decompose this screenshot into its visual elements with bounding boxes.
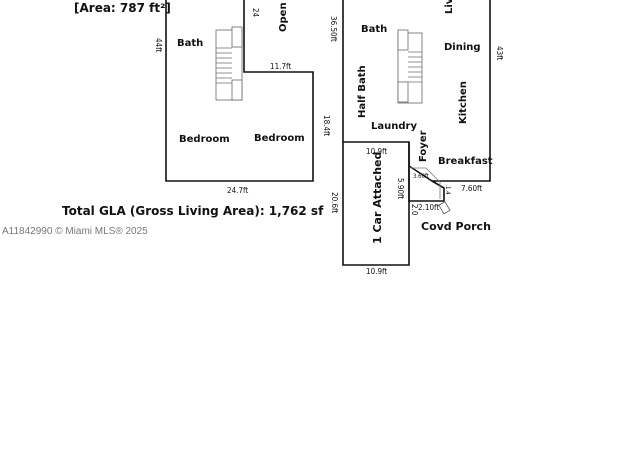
- room-dining: Dining: [444, 42, 481, 53]
- porch-shape: [408, 166, 451, 215]
- dim-right-unit-left: 36.50ft: [329, 16, 338, 42]
- mls-watermark: A11842990 © Miami MLS® 2025: [2, 226, 148, 237]
- dim-garage-right: 5.90ft: [396, 178, 405, 199]
- room-open-to: Open t: [278, 0, 289, 32]
- room-kitchen: Kitchen: [458, 81, 469, 124]
- dim-garage-left: 20.6ft: [330, 192, 339, 213]
- dim-porch-a: 3.60ft: [413, 173, 429, 180]
- dim-left-unit-left: 44ft: [154, 38, 163, 53]
- dim-porch-e: 2.0: [410, 204, 419, 216]
- dim-porch-d: 2.10ft: [418, 203, 439, 212]
- area-label: [Area: 787 ft²]: [74, 1, 171, 15]
- room-garage: 1 Car Attached: [371, 152, 384, 244]
- dim-left-unit-step: 11.7ft: [270, 62, 291, 71]
- dim-left-unit-bottom: 24.7ft: [227, 186, 248, 195]
- room-bath-right: Bath: [361, 24, 387, 35]
- dim-left-unit-right: 18.4ft: [322, 115, 331, 136]
- room-breakfast: Breakfast: [438, 156, 493, 167]
- total-gla-label: Total GLA (Gross Living Area): 1,762 sf: [62, 204, 324, 218]
- left-unit: 24 44ft 11.7ft 18.4ft 24.7ft Open t Bath…: [154, 0, 331, 195]
- room-covered-porch: Covd Porch: [421, 220, 491, 233]
- stair-symbol-right: [397, 29, 423, 104]
- room-foyer: Foyer: [418, 130, 429, 162]
- room-bedroom-1: Bedroom: [179, 134, 230, 145]
- dim-porch-c: 7.60ft: [461, 184, 482, 193]
- dim-garage-bottom: 10.9ft: [366, 267, 387, 276]
- room-bedroom-2: Bedroom: [254, 133, 305, 144]
- room-bath-left: Bath: [177, 38, 203, 49]
- stair-symbol: [215, 26, 243, 101]
- room-living: Liv: [444, 0, 455, 14]
- right-unit: 36.50ft 43ft 10.9ft 20.6ft 5.90ft 10.9ft…: [329, 0, 504, 276]
- room-half-bath: Half Bath: [357, 65, 368, 118]
- left-unit-walls: [165, 0, 314, 182]
- room-laundry: Laundry: [371, 121, 417, 132]
- dim-right-unit-right: 43ft: [495, 46, 504, 61]
- dim-left-top-right: 24: [251, 8, 260, 18]
- dim-garage-top: 10.9ft: [366, 147, 387, 156]
- dim-porch-b: 1.4: [444, 186, 451, 195]
- garage-walls: [342, 142, 410, 266]
